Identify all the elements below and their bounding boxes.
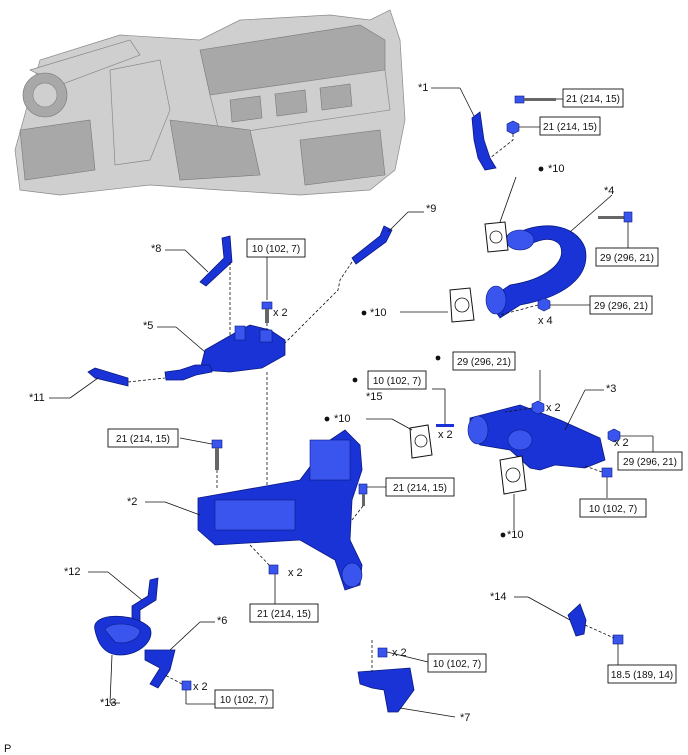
svg-text:10 (102, 7): 10 (102, 7)	[373, 376, 421, 387]
part-8-pipe[interactable]	[199, 235, 233, 287]
part-6-bolt-icon[interactable]	[181, 680, 192, 691]
callout-8: *8	[151, 243, 161, 255]
torque-box-1b: 21 (214, 15)	[539, 116, 601, 136]
part-4-pipe[interactable]	[485, 225, 587, 319]
svg-text:29 (296, 21): 29 (296, 21)	[600, 253, 654, 264]
callout-15: *15	[366, 391, 383, 403]
qty-5-bolt: x 2	[273, 307, 288, 319]
callout-4: *4	[604, 185, 614, 197]
part-7-bracket[interactable]	[357, 667, 415, 713]
part-2-bolt-c-icon[interactable]	[268, 564, 279, 575]
torque-box-1a: 21 (214, 15)	[562, 88, 624, 108]
callout-7: *7	[460, 712, 470, 724]
callout-10d: *10	[507, 529, 524, 541]
bullet-markers	[324, 166, 544, 538]
gasket-10d[interactable]	[499, 455, 527, 495]
torque-box-2a: 21 (214, 15)	[107, 428, 179, 448]
callout-10a: *10	[548, 163, 565, 175]
torque-box-4b: 29 (296, 21)	[589, 295, 653, 315]
part-4-stud-icon[interactable]	[598, 211, 633, 223]
callout-9: *9	[426, 203, 436, 215]
torque-box-8: 10 (102, 7)	[246, 238, 306, 258]
torque-box-2c: 21 (214, 15)	[249, 603, 319, 623]
svg-text:10 (102, 7): 10 (102, 7)	[252, 244, 300, 255]
gasket-10b[interactable]	[449, 287, 475, 323]
part-7-bolt-icon[interactable]	[377, 647, 388, 658]
torque-box-7: 10 (102, 7)	[427, 653, 487, 673]
part-3-nut-a-icon[interactable]	[531, 400, 545, 415]
part-14-bracket[interactable]	[567, 603, 587, 637]
qty-2-bolt: x 2	[288, 567, 303, 579]
torque-box-3c: 10 (102, 7)	[579, 498, 647, 518]
callout-13: *13	[100, 697, 117, 709]
engine-illustration	[14, 9, 406, 196]
part-5-assembly[interactable]	[164, 324, 286, 381]
callout-2: *2	[127, 496, 137, 508]
part-1-bolt-icon[interactable]	[514, 95, 556, 104]
qty-3-nut-b: x 2	[614, 437, 629, 449]
svg-text:29 (296, 21): 29 (296, 21)	[623, 457, 677, 468]
callout-10b: *10	[370, 307, 387, 319]
part-2-bolt-a-icon[interactable]	[211, 439, 223, 470]
svg-text:21 (214, 15): 21 (214, 15)	[257, 609, 311, 620]
torque-box-4a: 29 (296, 21)	[595, 247, 659, 267]
part-14-bolt-icon[interactable]	[612, 634, 624, 645]
svg-text:29 (296, 21): 29 (296, 21)	[594, 301, 648, 312]
qty-7-bolt: x 2	[392, 647, 407, 659]
svg-text:10 (102, 7): 10 (102, 7)	[433, 659, 481, 670]
svg-text:18.5 (189, 14): 18.5 (189, 14)	[611, 670, 673, 681]
part-3-bolt-icon[interactable]	[601, 467, 613, 478]
qty-15-stud: x 2	[438, 429, 453, 441]
svg-text:10 (102, 7): 10 (102, 7)	[220, 695, 268, 706]
gasket-10c[interactable]	[409, 424, 433, 459]
torque-box-14: 18.5 (189, 14)	[607, 664, 677, 684]
svg-text:21 (214, 15): 21 (214, 15)	[543, 122, 597, 133]
part-9-pipe[interactable]	[351, 225, 393, 265]
part-1-nut-icon[interactable]	[506, 120, 520, 135]
part-5-bolt-icon[interactable]	[261, 301, 273, 323]
part-15-stud-icon[interactable]	[436, 424, 454, 427]
callout-5: *5	[143, 320, 153, 332]
qty-4-nut: x 4	[538, 315, 553, 327]
part-11-pipe[interactable]	[87, 367, 129, 387]
part-13-hose[interactable]	[94, 615, 152, 656]
torque-box-6: 10 (102, 7)	[214, 689, 274, 709]
callout-10c: *10	[334, 413, 351, 425]
svg-text:21 (214, 15): 21 (214, 15)	[566, 94, 620, 105]
svg-text:21 (214, 15): 21 (214, 15)	[116, 434, 170, 445]
part-3-nut-b-icon[interactable]	[607, 428, 621, 443]
footer-code: P	[4, 743, 11, 755]
part-3-pipe[interactable]	[467, 404, 606, 471]
callout-3: *3	[606, 383, 616, 395]
torque-box-15: 10 (102, 7)	[367, 370, 427, 390]
svg-text:10 (102, 7): 10 (102, 7)	[589, 504, 637, 515]
gasket-10a[interactable]	[484, 221, 509, 253]
part-4-nut-icon[interactable]	[537, 297, 551, 312]
callout-6: *6	[217, 615, 227, 627]
part-2-egr-cooler[interactable]	[197, 429, 363, 591]
callout-11: *11	[29, 392, 45, 404]
torque-box-3a: 29 (296, 21)	[452, 351, 516, 371]
torque-box-2b: 21 (214, 15)	[385, 477, 455, 497]
callout-1: *1	[418, 82, 428, 94]
svg-text:21 (214, 15): 21 (214, 15)	[393, 483, 447, 494]
callout-14: *14	[490, 591, 507, 603]
part-6-pipe[interactable]	[144, 649, 176, 689]
callout-12: *12	[64, 566, 81, 578]
torque-box-3b: 29 (296, 21)	[617, 451, 683, 471]
qty-6-bolt: x 2	[193, 681, 208, 693]
svg-text:29 (296, 21): 29 (296, 21)	[457, 357, 511, 368]
part-1-bracket[interactable]	[471, 111, 497, 171]
part-2-bolt-b-icon[interactable]	[358, 483, 368, 506]
qty-3-nut-a: x 2	[546, 402, 561, 414]
